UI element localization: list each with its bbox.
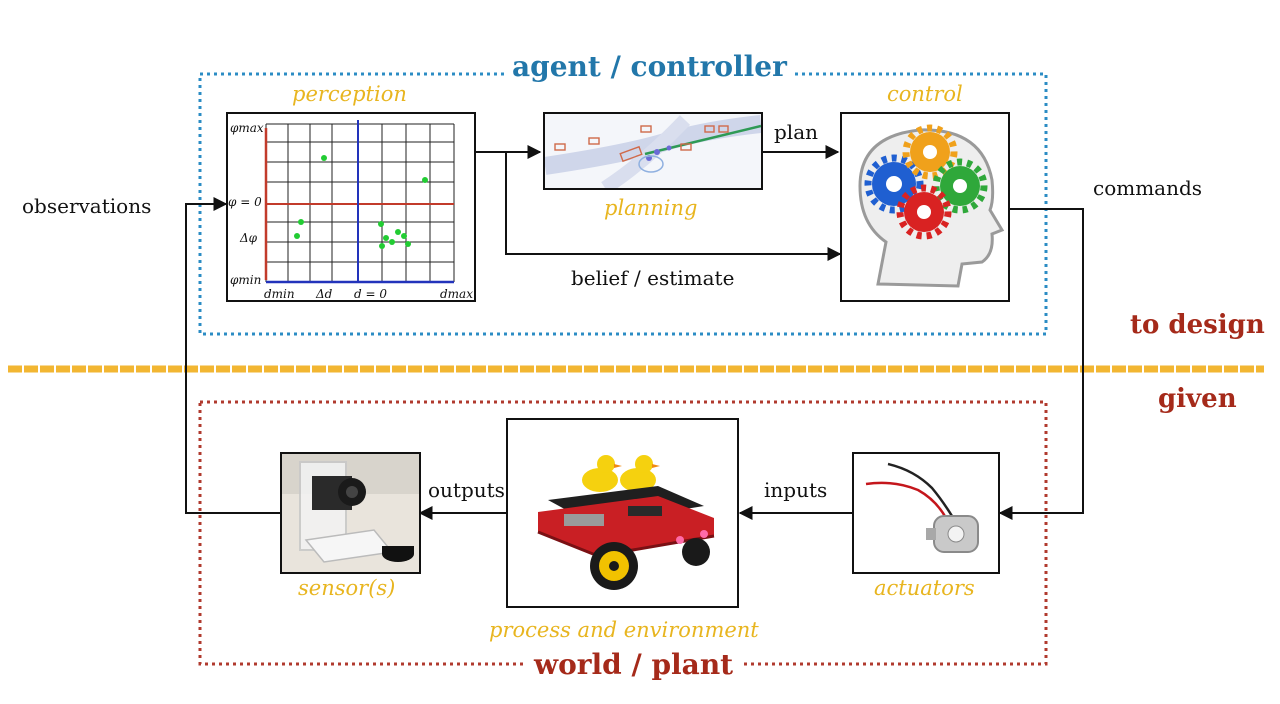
arrow-belief [505,152,842,261]
duckiebot-robot-icon [537,455,715,590]
label-d-max: dmax [440,287,473,300]
control-block [840,112,1010,302]
world-region-title: world / plant [526,648,742,681]
label-phi-max: φmax [230,121,264,135]
caption-planning: planning [604,196,698,220]
actuators-block [852,452,1000,574]
process-block [506,418,739,608]
planning-block [543,112,763,194]
planning-map-icon [543,114,762,194]
arrow-commands [998,208,1084,520]
label-delta-d: Δd [315,287,333,300]
caption-sensors: sensor(s) [298,576,396,600]
given-label: given [1158,384,1237,414]
label-phi-zero: φ = 0 [228,195,262,209]
signal-outputs: outputs [428,478,505,502]
sensors-block [280,452,421,574]
camera-module-icon [282,454,419,572]
signal-commands: commands [1093,176,1203,200]
caption-actuators: actuators [874,576,975,600]
signal-belief: belief / estimate [571,266,735,290]
caption-perception: perception [292,82,407,106]
label-d-min: dmin [264,287,295,300]
head-gears-icon [858,124,1005,288]
signal-plan: plan [774,120,819,144]
agent-region-title: agent / controller [504,50,795,83]
dc-motor-icon [865,462,979,553]
label-d-zero: d = 0 [354,287,387,300]
label-delta-phi: Δφ [239,231,258,245]
caption-control: control [887,82,963,106]
to-design-label: to design [1130,310,1265,340]
arrow-observations [185,197,280,514]
perception-grid-plot: φmax φ = 0 Δφ φmin dmin Δd d = 0 dmax [228,120,473,301]
signal-observations: observations [22,194,152,218]
caption-process: process and environment [489,618,759,642]
world-region-frame [198,400,1048,666]
label-phi-min: φmin [230,273,261,287]
perception-block: φmax φ = 0 Δφ φmin dmin Δd d = 0 dmax [226,112,476,302]
signal-inputs: inputs [764,478,828,502]
